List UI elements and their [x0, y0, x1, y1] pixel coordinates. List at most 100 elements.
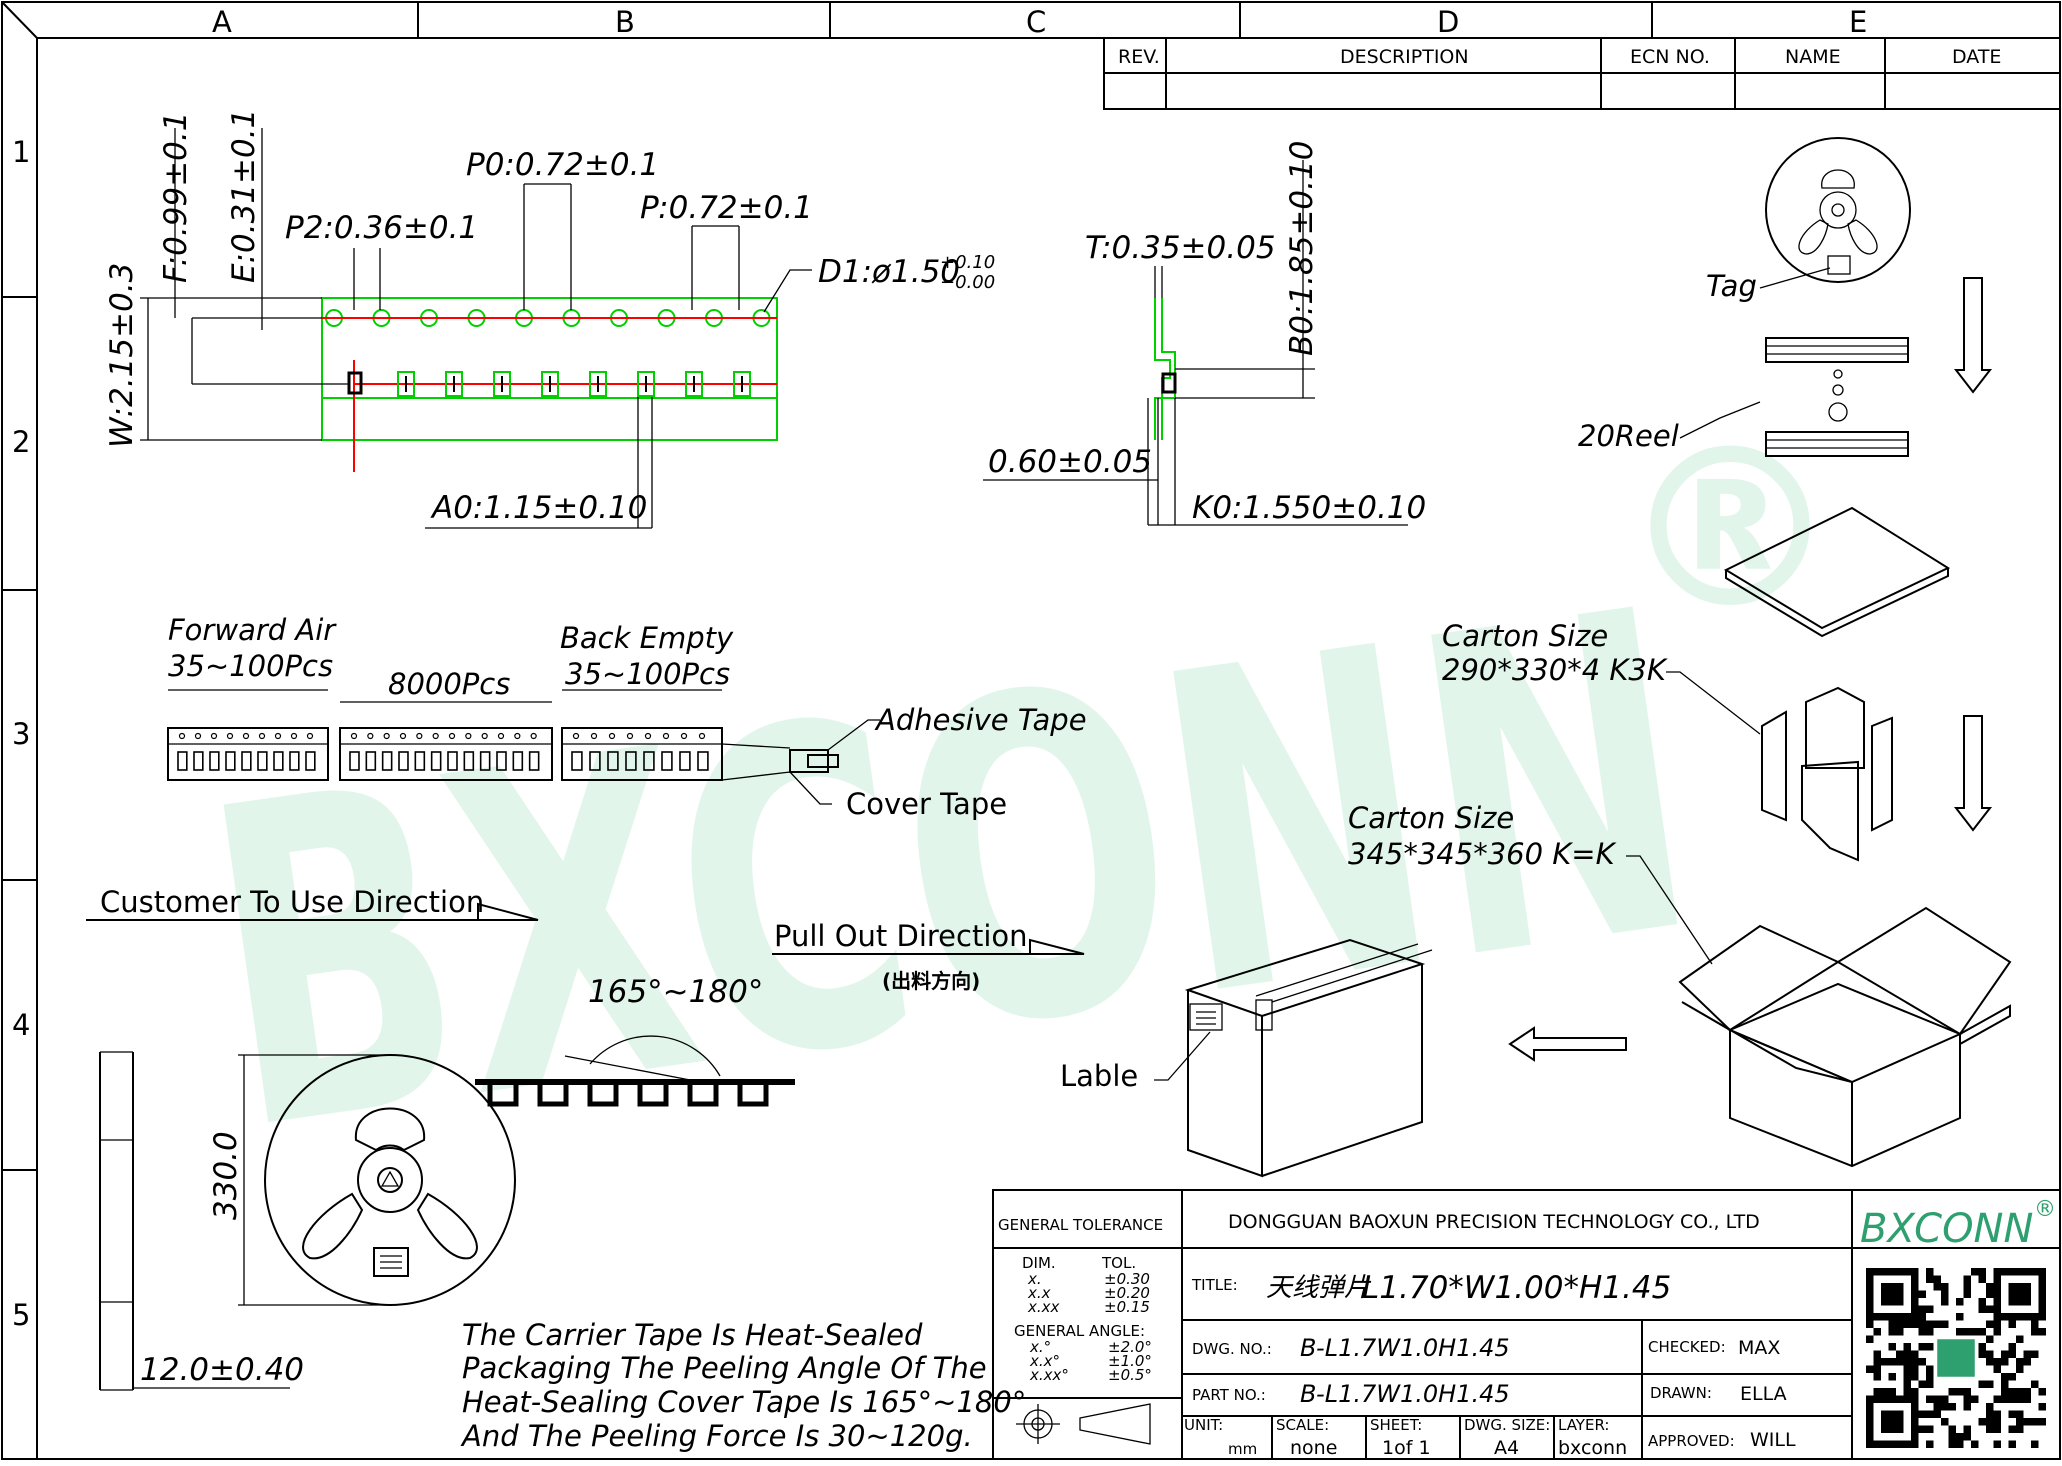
- customer-direction-label: Customer To Use Direction: [100, 885, 484, 919]
- part-no-label: PART NO.:: [1192, 1386, 1266, 1404]
- peel-pocket: [737, 1082, 769, 1107]
- tape-pocket: [685, 371, 703, 397]
- dim-a0: A0:1.15±0.10: [430, 490, 647, 526]
- dim-d1-minus: −0.00: [940, 272, 995, 293]
- dwg-no-label: DWG. NO.:: [1192, 1340, 1272, 1358]
- drawn-value: ELLA: [1740, 1383, 1787, 1405]
- checked-label: CHECKED:: [1648, 1338, 1726, 1356]
- name-header: NAME: [1785, 46, 1841, 68]
- main-count: 8000Pcs: [388, 667, 510, 701]
- dwg-size-value: A4: [1494, 1437, 1519, 1459]
- tape-pocket: [445, 371, 463, 397]
- tol-header: TOL.: [1101, 1254, 1136, 1272]
- layer-value: bxconn: [1558, 1437, 1627, 1459]
- column-label-b: B: [615, 5, 635, 39]
- scale-label: SCALE:: [1276, 1416, 1329, 1434]
- tape-leader-layout: Forward Air 35~100Pcs 8000Pcs Back Empty…: [167, 613, 1087, 821]
- unit-value: mm: [1228, 1440, 1257, 1458]
- angle-dim-0: x.°: [1029, 1338, 1051, 1356]
- carton1-size: 290*330*4 K3K: [1442, 653, 1668, 687]
- title-cn: 天线弹片: [1266, 1273, 1372, 1303]
- tol-dim-2: x.xx: [1027, 1298, 1060, 1316]
- dwg-size-label: DWG. SIZE:: [1464, 1416, 1550, 1434]
- pull-out-direction-cn: (出料方向): [882, 969, 980, 993]
- dim-thickness: 0.60±0.05: [988, 444, 1152, 480]
- carton-dividers: [1761, 686, 1893, 862]
- watermark-registered-mark: ®: [1620, 401, 1840, 657]
- reel-diameter-label: 330.0: [208, 1131, 244, 1220]
- tape-segment: [339, 727, 553, 781]
- dim-f: F:0.99±0.1: [158, 112, 194, 283]
- dim-k0: K0:1.550±0.10: [1192, 490, 1426, 526]
- dim-t: T:0.35±0.05: [1085, 230, 1276, 266]
- company-logo: BXCONN: [1860, 1206, 2033, 1252]
- heat-seal-note: The Carrier Tape Is Heat-Sealed Packagin…: [460, 1318, 1026, 1453]
- ecn-no-header: ECN NO.: [1630, 46, 1710, 68]
- carrier-tape-top-view: F:0.99±0.1 E:0.31±0.1 W:2.15±0.3 P0:0.72…: [104, 109, 995, 529]
- cover-tape-label: Cover Tape: [846, 787, 1007, 821]
- drawn-label: DRAWN:: [1650, 1384, 1712, 1402]
- dwg-no-value: B-L1.7W1.0H1.45: [1300, 1334, 1510, 1362]
- note-line-2: Packaging The Peeling Angle Of The: [462, 1351, 987, 1385]
- peel-angle-label: 165°~180°: [588, 974, 763, 1010]
- tag-label: Tag: [1706, 269, 1757, 303]
- tape-pocket: [733, 371, 751, 397]
- open-carton: [1678, 906, 2012, 1168]
- column-label-d: D: [1437, 5, 1459, 39]
- dim-d1: D1:ø1.50: [818, 254, 960, 290]
- dim-e: E:0.31±0.1: [226, 109, 262, 283]
- reel-count-label: 20Reel: [1578, 419, 1679, 453]
- note-line-1: The Carrier Tape Is Heat-Sealed: [462, 1318, 923, 1352]
- direction-arrows: Customer To Use Direction Pull Out Direc…: [86, 885, 1085, 993]
- reel-drawing: 12.0±0.40 330.0: [99, 1051, 516, 1391]
- peel-pocket: [487, 1082, 519, 1107]
- back-empty-label: Back Empty: [560, 621, 734, 655]
- tol-value-2: ±0.15: [1104, 1298, 1150, 1316]
- column-label-c: C: [1026, 5, 1046, 39]
- row-label-4: 4: [12, 1008, 30, 1042]
- revision-table: REV. DESCRIPTION ECN NO. NAME DATE: [1103, 37, 2061, 110]
- angle-value-2: ±0.5°: [1108, 1366, 1152, 1384]
- dim-p: P:0.72±0.1: [640, 190, 813, 226]
- dim-p0: P0:0.72±0.1: [466, 147, 659, 183]
- title-value: L1.70*W1.00*H1.45: [1362, 1270, 1671, 1306]
- approved-value: WILL: [1750, 1429, 1796, 1451]
- dim-b0: B0:1.85±0.10: [1284, 141, 1320, 356]
- dim-w: W:2.15±0.3: [104, 263, 140, 448]
- peel-pocket: [587, 1082, 619, 1107]
- tape-segment: [561, 727, 723, 781]
- title-block: GENERAL TOLERANCE DONGGUAN BAOXUN PRECIS…: [992, 1189, 2061, 1460]
- angle-dim-2: x.xx°: [1029, 1366, 1069, 1384]
- peel-pocket: [687, 1082, 719, 1107]
- tape-pocket: [637, 371, 655, 397]
- checked-value: MAX: [1738, 1337, 1780, 1359]
- closed-carton: [1184, 938, 1433, 1178]
- carton2-title: Carton Size: [1348, 801, 1514, 835]
- sheet-value: 1of 1: [1382, 1437, 1431, 1459]
- forward-air-label: Forward Air: [168, 613, 337, 647]
- back-empty-count: 35~100Pcs: [565, 657, 730, 691]
- tol-value-1: ±0.20: [1104, 1284, 1150, 1302]
- general-tolerance-label: GENERAL TOLERANCE: [998, 1216, 1163, 1234]
- lable-label: Lable: [1060, 1059, 1138, 1093]
- peel-angle-view: 165°~180°: [475, 974, 795, 1107]
- note-line-4: And The Peeling Force Is 30~120g.: [460, 1419, 973, 1453]
- reel-width-label: 12.0±0.40: [140, 1352, 304, 1388]
- layer-label: LAYER:: [1558, 1416, 1609, 1434]
- dim-header: DIM.: [1022, 1254, 1056, 1272]
- row-label-5: 5: [12, 1298, 30, 1332]
- tol-value-0: ±0.30: [1104, 1270, 1150, 1288]
- description-header: DESCRIPTION: [1340, 46, 1469, 68]
- angle-dim-1: x.x°: [1029, 1352, 1060, 1370]
- forward-air-count: 35~100Pcs: [168, 649, 333, 683]
- approved-label: APPROVED:: [1648, 1432, 1735, 1450]
- tape-section-view: T:0.35±0.05 B0:1.85±0.10 0.60±0.05 K0:1.…: [983, 141, 1426, 526]
- tape-pocket: [493, 371, 511, 397]
- peel-pocket: [637, 1082, 669, 1107]
- unit-label: UNIT:: [1184, 1416, 1223, 1434]
- tape-segment: [167, 727, 329, 781]
- column-label-a: A: [212, 5, 232, 39]
- company-logo-mark: ®: [2034, 1197, 2056, 1222]
- rev-header: REV.: [1118, 46, 1160, 68]
